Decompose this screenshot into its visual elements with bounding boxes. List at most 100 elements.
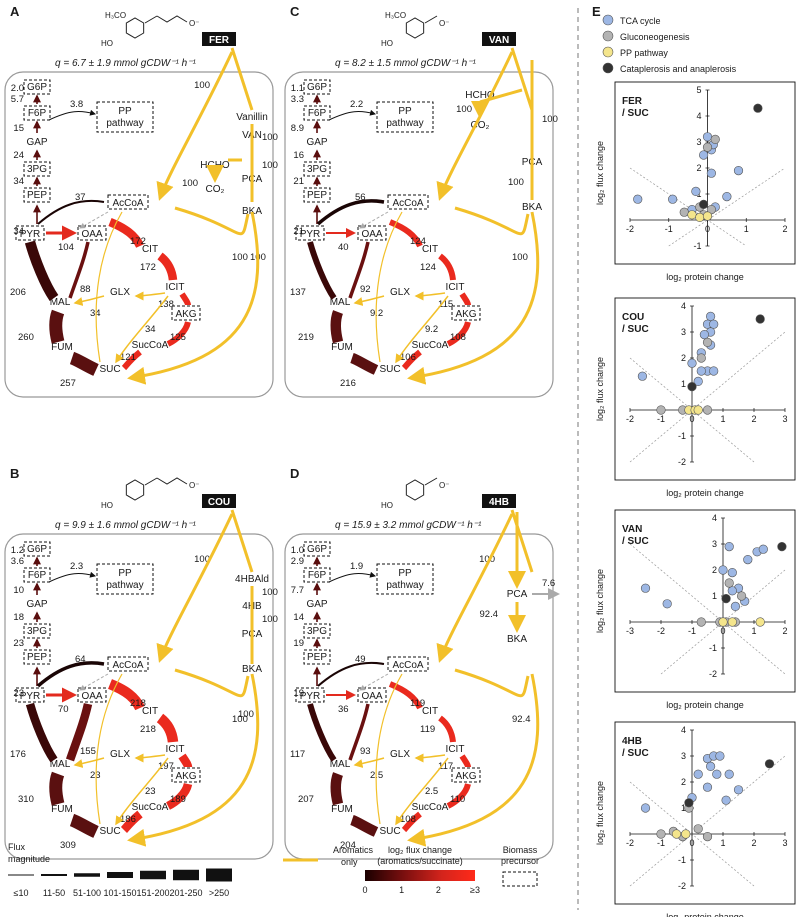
flux-icit: 172 bbox=[140, 262, 156, 273]
flux-f6p: 3.3 bbox=[291, 94, 304, 105]
y-tick-label: 3 bbox=[681, 751, 686, 761]
flux-g6p: 1.0 bbox=[291, 545, 304, 556]
metabolite-gap: GAP bbox=[306, 599, 327, 610]
metabolite-pep: PEP bbox=[307, 652, 327, 663]
y-tick-label: 3 bbox=[681, 327, 686, 337]
metabolite-cit: CIT bbox=[422, 244, 438, 255]
oaa-box bbox=[357, 225, 387, 241]
y-tick-label: 2 bbox=[696, 163, 701, 173]
pep-box bbox=[303, 649, 331, 665]
aromatic-route: HCHOCO₂PCABKA100100100 bbox=[456, 47, 558, 213]
svg-text:O⁻: O⁻ bbox=[439, 481, 449, 490]
aromatic-route: 4HBAld4HBPCABKA100100100100 bbox=[194, 509, 278, 720]
data-point bbox=[693, 405, 703, 415]
metabolite-glx: GLX bbox=[390, 749, 410, 760]
route-flux: 100 bbox=[194, 554, 210, 565]
data-point bbox=[696, 353, 706, 363]
flux-gap: 10 bbox=[13, 585, 24, 596]
cit-icit-arrow bbox=[157, 252, 178, 281]
y-tick-label: -2 bbox=[678, 881, 686, 891]
succoa-suc-arrow bbox=[401, 811, 422, 833]
svg-text:O⁻: O⁻ bbox=[439, 19, 449, 28]
metabolite-suc: SUC bbox=[99, 364, 120, 375]
flux-pep: 23 bbox=[13, 688, 24, 699]
cell-outline bbox=[284, 533, 554, 860]
gold-arc-suc bbox=[407, 673, 540, 847]
pp-arrow bbox=[48, 571, 96, 583]
route-metabolite: HCHO bbox=[465, 90, 495, 101]
plot-title: 4HB bbox=[622, 736, 642, 747]
svg-text:HO: HO bbox=[101, 501, 113, 510]
p3g-box bbox=[303, 623, 331, 639]
metabolite-cit: CIT bbox=[142, 706, 158, 717]
cell-outline bbox=[4, 533, 274, 860]
pyr-mal-arrow bbox=[307, 241, 337, 300]
pyr-accoa-arrow bbox=[37, 199, 105, 225]
legend-marker bbox=[602, 62, 614, 74]
metabolite-akg: AKG bbox=[455, 771, 476, 782]
icit-glx-arrow bbox=[134, 291, 166, 301]
metabolite-oaa: OAA bbox=[81, 691, 102, 702]
metabolite-glx: GLX bbox=[110, 287, 130, 298]
akg-succoa-arrow bbox=[165, 782, 193, 810]
flux-g6p: 1.2 bbox=[11, 545, 24, 556]
flux-suc-fum: 309 bbox=[60, 840, 76, 851]
flux-mal-oaa: 93 bbox=[360, 746, 371, 757]
flux-suc-fum: 257 bbox=[60, 378, 76, 389]
p3g-box bbox=[23, 623, 51, 639]
data-point bbox=[755, 314, 765, 324]
data-point bbox=[702, 142, 713, 152]
icit-akg-arrow bbox=[459, 754, 471, 768]
gold-arc-bka bbox=[174, 206, 250, 236]
p3g-box bbox=[23, 161, 51, 177]
data-point bbox=[736, 591, 747, 601]
icit-glx-arrow bbox=[134, 753, 166, 763]
metabolite-f6p: F6P bbox=[28, 570, 47, 581]
flux-akg: 138 bbox=[158, 299, 174, 310]
metabolite-accoa: AcCoA bbox=[392, 660, 423, 671]
x-tick-label: 1 bbox=[720, 838, 725, 848]
accoa-cit-arrow bbox=[108, 218, 144, 248]
p3g-box bbox=[303, 161, 331, 177]
pp-label: PP bbox=[398, 568, 412, 579]
x-tick-label: -1 bbox=[657, 414, 665, 424]
suc-fum-arrow bbox=[69, 351, 99, 376]
molecule-structure: O⁻HO bbox=[381, 477, 449, 510]
metabolite-f6p: F6P bbox=[308, 108, 327, 119]
data-point bbox=[668, 194, 678, 204]
pep-box bbox=[23, 187, 51, 203]
metabolite-icit: ICIT bbox=[166, 282, 185, 293]
metabolite-p3g: 3PG bbox=[307, 164, 327, 175]
data-point bbox=[679, 207, 689, 217]
flux-akg: 115 bbox=[438, 299, 453, 310]
x-tick-label: -1 bbox=[665, 224, 673, 234]
flux-akg: 197 bbox=[158, 761, 174, 772]
colorbar-tick: 1 bbox=[399, 885, 404, 895]
panel-letter: D bbox=[290, 466, 299, 481]
pp-label-2: pathway bbox=[106, 580, 143, 591]
x-tick-label: -3 bbox=[626, 626, 634, 636]
uptake-rate: q = 15.9 ± 3.2 mmol gCDW⁻¹ h⁻¹ bbox=[335, 520, 482, 531]
data-point bbox=[706, 168, 716, 178]
y-tick-label: 4 bbox=[681, 301, 686, 311]
data-point bbox=[640, 583, 651, 593]
flux-pp: 1.9 bbox=[350, 561, 363, 572]
flux-g6p: 1.1 bbox=[291, 83, 304, 94]
metabolite-oaa: OAA bbox=[361, 691, 382, 702]
metabolite-pyr: PYR bbox=[20, 229, 41, 240]
data-point bbox=[709, 319, 719, 329]
legend-marker bbox=[602, 14, 614, 26]
data-point bbox=[640, 803, 651, 813]
biomass-label-2: precursor bbox=[501, 856, 539, 866]
flux-pyr-mal: 176 bbox=[10, 749, 26, 760]
flux-pep: 19 bbox=[293, 688, 304, 699]
molecule-structure: O⁻HO bbox=[101, 477, 199, 510]
flux-mal-oaa: 88 bbox=[80, 284, 91, 295]
metabolite-f6p: F6P bbox=[308, 570, 327, 581]
flux-glx: 34 bbox=[90, 308, 101, 319]
plot-title-2: / SUC bbox=[622, 748, 649, 759]
data-point bbox=[702, 831, 713, 842]
plot-title-2: / SUC bbox=[622, 324, 649, 335]
route-metabolite: HCHO bbox=[200, 160, 230, 171]
